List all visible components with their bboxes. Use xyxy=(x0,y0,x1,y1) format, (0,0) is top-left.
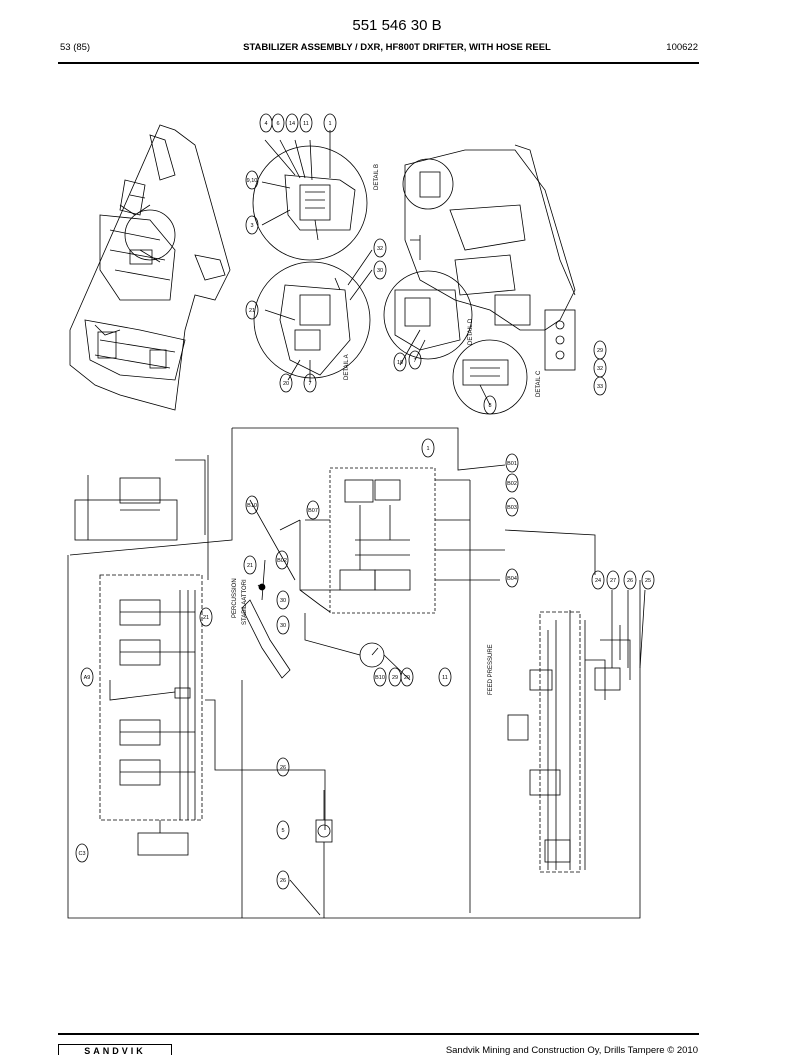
document-number: 551 546 30 B xyxy=(352,17,442,34)
percussion-label: PERCUSSION xyxy=(232,578,238,618)
svg-text:30: 30 xyxy=(377,268,383,274)
svg-text:29: 29 xyxy=(404,675,410,681)
svg-text:5: 5 xyxy=(281,828,284,834)
svg-text:26: 26 xyxy=(627,578,633,584)
svg-text:32: 32 xyxy=(377,246,383,252)
callout-balloons xyxy=(75,113,655,890)
svg-text:20: 20 xyxy=(283,381,289,387)
svg-text:11: 11 xyxy=(442,675,448,681)
svg-text:1: 1 xyxy=(426,446,429,452)
hydraulic-schematic xyxy=(67,427,646,919)
svg-text:B02: B02 xyxy=(507,481,517,487)
detail-b xyxy=(252,130,368,261)
footer-copyright: Sandvik Mining and Construction Oy, Dril… xyxy=(445,1045,698,1056)
side-assembly-isometric xyxy=(402,144,576,371)
svg-text:B03: B03 xyxy=(507,505,517,511)
svg-text:21: 21 xyxy=(249,308,255,314)
svg-text:26: 26 xyxy=(280,878,286,884)
svg-text:30: 30 xyxy=(280,623,286,629)
svg-text:C3: C3 xyxy=(78,851,85,857)
svg-text:1: 1 xyxy=(328,121,331,127)
page-title: STABILIZER ASSEMBLY / DXR, HF800T DRIFTE… xyxy=(243,42,551,53)
svg-text:32: 32 xyxy=(597,366,603,372)
page-number: 53 (85) xyxy=(60,42,91,53)
stabilizer-label: STABILAATTORI xyxy=(242,579,248,625)
svg-text:27: 27 xyxy=(610,578,616,584)
feed-pressure-label: FEED PRESSURE xyxy=(488,644,494,695)
svg-text:25: 25 xyxy=(645,578,651,584)
detail-d-label: DETAIL D xyxy=(468,318,474,345)
detail-b-label: DETAIL B xyxy=(374,164,380,190)
svg-text:7: 7 xyxy=(308,381,311,387)
svg-text:A9: A9 xyxy=(84,675,91,681)
svg-text:6: 6 xyxy=(276,121,279,127)
svg-text:10: 10 xyxy=(397,360,403,366)
main-assembly-isometric xyxy=(69,124,231,411)
svg-text:4: 4 xyxy=(264,121,267,127)
footer-rule xyxy=(58,1033,699,1035)
svg-text:11: 11 xyxy=(303,121,309,127)
drawing-labels: DETAIL B DETAIL A DETAIL D DETAIL C PERC… xyxy=(232,164,542,695)
svg-text:B01: B01 xyxy=(507,461,517,467)
header-rule xyxy=(58,62,699,64)
document-code: 100622 xyxy=(666,42,698,53)
svg-text:8: 8 xyxy=(488,403,491,409)
svg-text:21: 21 xyxy=(247,563,253,569)
svg-text:14: 14 xyxy=(289,121,295,127)
detail-c-label: DETAIL C xyxy=(536,370,542,397)
svg-text:26: 26 xyxy=(280,765,286,771)
svg-text:7: 7 xyxy=(413,358,416,364)
callout-numbers: 4 6 14 11 1 9,10 3 32 30 21 20 7 10 7 29… xyxy=(78,121,651,884)
svg-text:29: 29 xyxy=(392,675,398,681)
svg-text:3: 3 xyxy=(250,223,253,229)
svg-text:B10: B10 xyxy=(247,503,257,509)
svg-text:30: 30 xyxy=(280,598,286,604)
svg-text:9,10: 9,10 xyxy=(247,178,258,184)
svg-text:B04: B04 xyxy=(507,576,517,582)
svg-text:B02: B02 xyxy=(277,558,287,564)
svg-text:24: 24 xyxy=(595,578,601,584)
detail-a xyxy=(253,249,373,382)
sandvik-logo: SANDVIK xyxy=(58,1044,172,1055)
svg-text:21: 21 xyxy=(203,615,209,621)
svg-text:B07: B07 xyxy=(308,508,318,514)
svg-text:29: 29 xyxy=(597,348,603,354)
svg-text:B10: B10 xyxy=(375,675,385,681)
svg-text:33: 33 xyxy=(597,384,603,390)
detail-d xyxy=(383,270,473,366)
detail-a-label: DETAIL A xyxy=(344,354,350,380)
